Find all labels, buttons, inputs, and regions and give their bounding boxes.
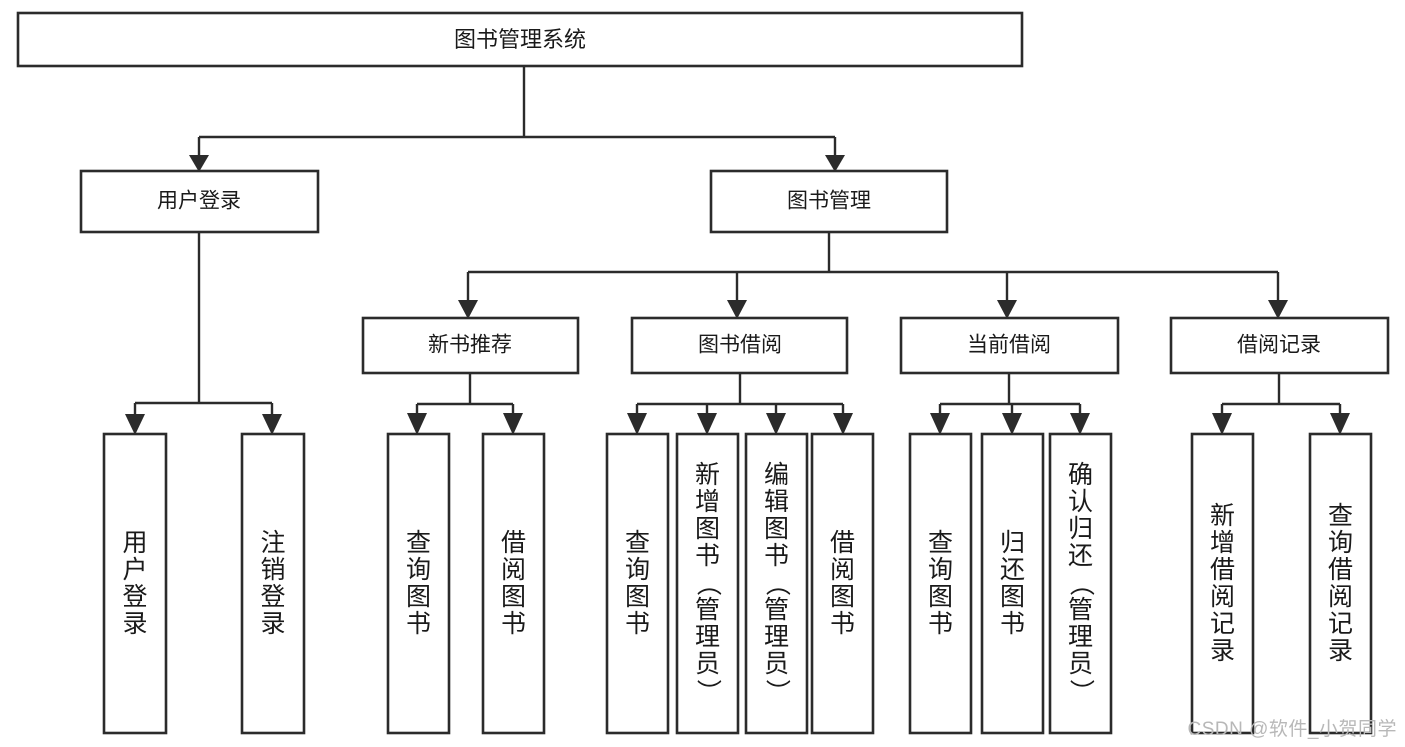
node-new-book-recommend[interactable]: 新书推荐 <box>361 316 580 375</box>
node-user-login[interactable]: 用户登录 <box>79 169 320 234</box>
connector-root-trunk <box>197 66 837 162</box>
arrow-to-leaf-borrow-book-1 <box>503 413 523 435</box>
node-leaf-user-logout-rect[interactable] <box>240 432 306 735</box>
node-leaf-borrow-book-2-rect[interactable] <box>810 432 875 735</box>
arrow-to-new-book-recommend <box>458 300 478 319</box>
arrow-to-leaf-query-book-1 <box>407 413 427 435</box>
connector-book-borrow-trunk <box>635 373 845 425</box>
arrow-to-leaf-return-book <box>1002 413 1022 435</box>
arrow-to-leaf-user-logout <box>262 414 282 435</box>
node-borrow-record-rect[interactable] <box>1169 316 1390 375</box>
node-leaf-query-book-1-rect[interactable] <box>386 432 451 735</box>
node-leaf-edit-book-admin-rect[interactable] <box>744 432 809 735</box>
connector-new-book-recommend-trunk <box>415 373 515 425</box>
arrow-to-leaf-add-borrow-record <box>1212 413 1232 435</box>
connector-borrow-record-trunk <box>1220 373 1342 425</box>
node-leaf-query-book-2-rect[interactable] <box>605 432 670 735</box>
arrow-to-leaf-query-book-2 <box>627 413 647 435</box>
node-root[interactable]: 图书管理系统 <box>16 11 1024 68</box>
arrow-to-leaf-confirm-return-admin <box>1070 413 1090 435</box>
node-leaf-add-book-admin-rect[interactable] <box>675 432 740 735</box>
arrow-to-leaf-borrow-book-2 <box>833 413 853 435</box>
arrow-to-book-borrow <box>727 300 747 319</box>
leaf-boxes <box>102 432 1373 735</box>
node-user-login-label: 用户登录 <box>157 190 241 213</box>
node-root-label: 图书管理系统 <box>454 27 586 52</box>
node-borrow-record[interactable]: 借阅记录 <box>1169 316 1390 375</box>
node-borrow-record-label: 借阅记录 <box>1237 334 1321 357</box>
node-leaf-query-borrow-record-rect[interactable] <box>1308 432 1373 735</box>
connectors-layer <box>133 66 1342 425</box>
arrow-to-leaf-add-book-admin <box>697 413 717 435</box>
node-leaf-return-book-rect[interactable] <box>980 432 1045 735</box>
node-book-manage[interactable]: 图书管理 <box>709 169 949 234</box>
arrow-to-leaf-query-borrow-record <box>1330 413 1350 435</box>
node-new-book-recommend-label: 新书推荐 <box>428 334 512 357</box>
arrow-to-borrow-record <box>1268 300 1288 319</box>
node-leaf-confirm-return-admin-rect[interactable] <box>1048 432 1113 735</box>
arrow-to-current-borrow <box>997 300 1017 319</box>
arrow-to-book-manage <box>825 155 845 172</box>
node-leaf-user-login-rect[interactable] <box>102 432 168 735</box>
node-leaf-add-borrow-record-rect[interactable] <box>1190 432 1255 735</box>
boxes-layer: 图书管理系统 用户登录 图书管理 新书推荐 图书借阅 当前 <box>16 11 1390 735</box>
node-root-rect[interactable] <box>16 11 1024 68</box>
connector-user-login-trunk <box>133 232 274 425</box>
arrow-to-leaf-query-book-3 <box>930 413 950 435</box>
node-book-manage-label: 图书管理 <box>787 190 871 213</box>
arrow-to-leaf-edit-book-admin <box>766 413 786 435</box>
arrowheads-layer <box>125 155 1350 435</box>
connector-book-manage-trunk <box>466 232 1280 309</box>
node-user-login-rect[interactable] <box>79 169 320 234</box>
node-current-borrow-label: 当前借阅 <box>967 334 1051 357</box>
node-new-book-recommend-rect[interactable] <box>361 316 580 375</box>
node-book-manage-rect[interactable] <box>709 169 949 234</box>
watermark: CSDN @软件_小贺同学 <box>1187 719 1397 740</box>
node-leaf-query-book-3-rect[interactable] <box>908 432 973 735</box>
node-book-borrow[interactable]: 图书借阅 <box>630 316 849 375</box>
node-book-borrow-rect[interactable] <box>630 316 849 375</box>
node-current-borrow[interactable]: 当前借阅 <box>899 316 1120 375</box>
node-leaf-borrow-book-1-rect[interactable] <box>481 432 546 735</box>
arrow-to-leaf-user-login <box>125 414 145 435</box>
node-current-borrow-rect[interactable] <box>899 316 1120 375</box>
node-book-borrow-label: 图书借阅 <box>698 334 782 357</box>
arrow-to-user-login <box>189 155 209 172</box>
